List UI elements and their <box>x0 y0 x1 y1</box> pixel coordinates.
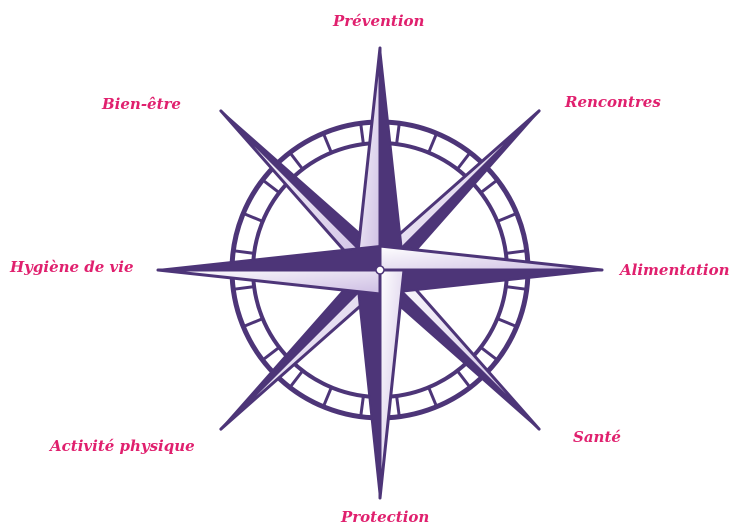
ring-tick <box>243 213 262 221</box>
point-north-dark-half <box>380 48 404 270</box>
ring-tick <box>457 371 470 388</box>
ring-tick <box>243 319 262 327</box>
point-south <box>356 270 404 498</box>
label-alimentation: Alimentation <box>620 261 730 279</box>
ring-tick <box>361 123 364 144</box>
ring-tick <box>263 180 280 193</box>
point-south-light-half <box>380 270 404 498</box>
ring-tick <box>323 133 331 152</box>
ring-tick <box>397 123 400 144</box>
ring-tick <box>397 396 400 417</box>
point-west-dark-half <box>158 246 380 270</box>
ring-tick <box>497 319 516 327</box>
label-rencontres: Rencontres <box>565 93 661 111</box>
point-south-dark-half <box>356 270 380 498</box>
ring-tick <box>429 387 437 406</box>
label-bien-etre: Bien-être <box>102 95 181 113</box>
point-east-dark-half <box>380 270 602 294</box>
ring-tick <box>323 387 331 406</box>
point-north <box>356 48 404 270</box>
point-west <box>158 246 380 294</box>
label-sante: Santé <box>573 428 621 446</box>
point-east <box>380 246 602 294</box>
point-north-light-half <box>356 48 380 270</box>
ring-tick <box>263 347 280 360</box>
label-prevention: Prévention <box>333 12 424 30</box>
point-east-light-half <box>380 246 602 270</box>
point-west-light-half <box>158 270 380 294</box>
ring-tick <box>233 251 254 254</box>
ring-tick <box>497 213 516 221</box>
label-activite-physique: Activité physique <box>50 437 195 455</box>
ring-tick <box>290 371 303 388</box>
ring-tick <box>506 251 527 254</box>
ring-tick <box>481 180 498 193</box>
label-protection: Protection <box>341 508 429 526</box>
center-hub <box>376 266 384 274</box>
ring-tick <box>233 287 254 290</box>
ring-tick <box>429 133 437 152</box>
ring-tick <box>457 153 470 170</box>
label-hygiene-de-vie: Hygiène de vie <box>10 258 134 276</box>
ring-tick <box>290 153 303 170</box>
ring-tick <box>481 347 498 360</box>
ring-tick <box>506 287 527 290</box>
ring-tick <box>361 396 364 417</box>
